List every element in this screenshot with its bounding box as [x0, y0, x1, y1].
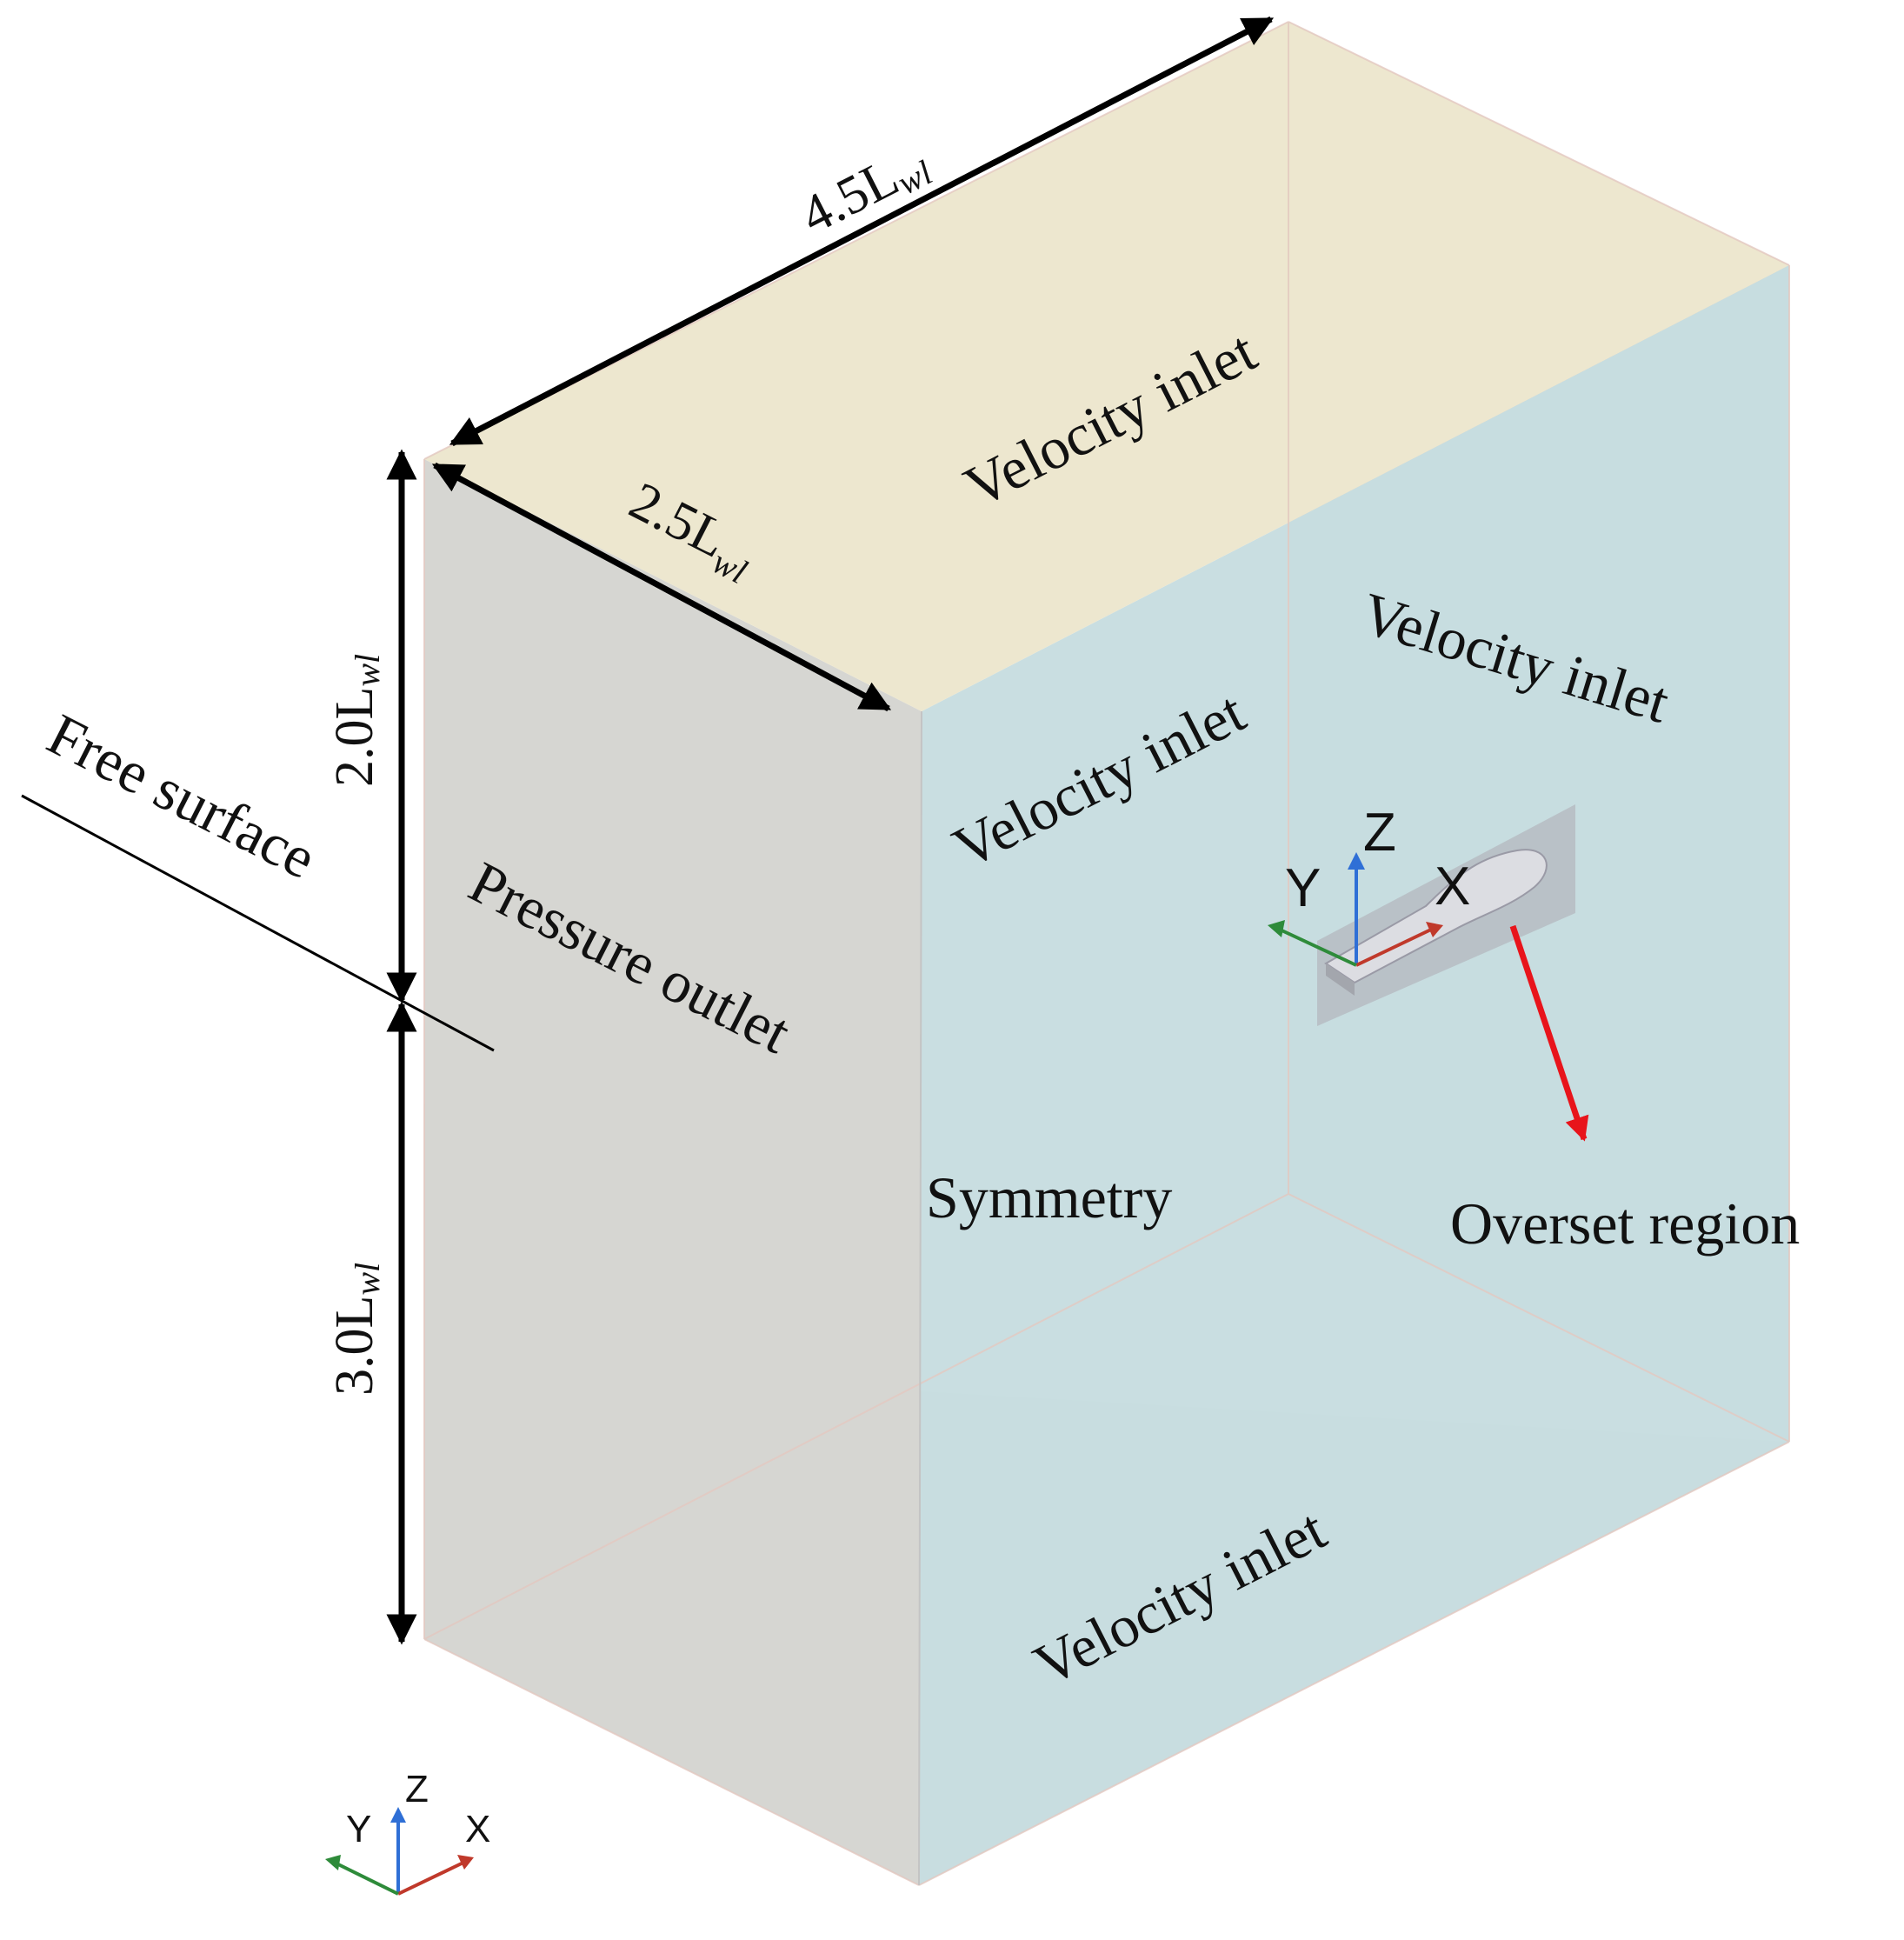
- local-y-axis: [1277, 927, 1357, 967]
- width-dimension-arrow: [431, 462, 892, 712]
- overset-label: Overset region: [1450, 1190, 1800, 1257]
- free-surface-line: [21, 794, 495, 1052]
- global-y-label: Y: [346, 1808, 371, 1850]
- free-surface-label: Free surface: [37, 701, 326, 891]
- hull-shape: [1324, 849, 1548, 984]
- local-x-axis: [1355, 927, 1434, 967]
- left-face: [424, 459, 922, 1885]
- length-dimension-arrow: [449, 16, 1275, 447]
- upper-height-label: 2.0Lwl: [325, 654, 387, 787]
- local-y-label: Y: [1285, 858, 1321, 918]
- lower-height-label: 3.0Lwl: [325, 1263, 387, 1396]
- global-z-label: Z: [405, 1768, 429, 1810]
- local-z-label: Z: [1363, 803, 1396, 863]
- global-x-axis: [397, 1860, 466, 1896]
- local-x-label: X: [1435, 857, 1470, 917]
- overset-pointer-arrow: [1509, 924, 1589, 1142]
- global-x-label: X: [465, 1808, 490, 1850]
- front-face: [919, 265, 1789, 1885]
- local-axes-triad: Z Y X: [1268, 803, 1470, 967]
- global-y-axis: [334, 1861, 399, 1896]
- global-axes-triad: Z Y X: [325, 1768, 490, 1896]
- symmetry-label: Symmetry: [926, 1164, 1172, 1230]
- domain-box: [423, 21, 1790, 1886]
- overset-region: [1317, 804, 1575, 1026]
